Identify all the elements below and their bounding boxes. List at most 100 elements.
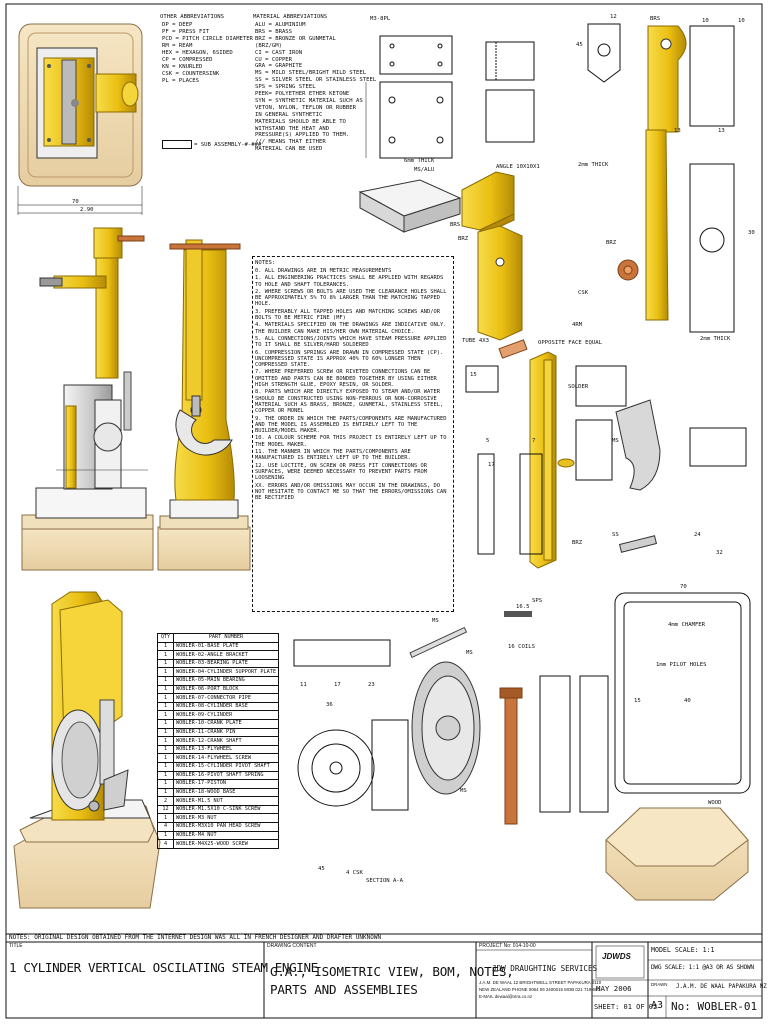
bom-part-number: WOBLER-07-CONNECTOR PIPE bbox=[173, 693, 279, 703]
material-abbrev-item: (BRZ/GM) bbox=[255, 42, 282, 49]
drawing-content-line1: G.A., ISOMETRIC VIEW, BOM, NOTES, bbox=[270, 964, 514, 979]
label-brz-1: BRZ bbox=[458, 236, 469, 242]
notes-title: NOTES: bbox=[255, 260, 276, 266]
note-item: 11. THE MANNER IN WHICH THE PARTS/COMPON… bbox=[255, 449, 411, 462]
bom-part-number: WOBLER-03-BEARING PLATE bbox=[173, 658, 279, 669]
label-dim-10b: 10 bbox=[738, 18, 745, 24]
bom-qty: 12 bbox=[157, 804, 174, 815]
bom-part-number: WOBLER-M1.5X10 C-SINK SCREW bbox=[173, 804, 279, 815]
label-wood: WOOD bbox=[708, 800, 722, 806]
note-item: 6. COMPRESSION SPRINGS ARE DRAWN IN COMP… bbox=[255, 349, 444, 369]
bom-part-number: WOBLER-M4X25-WOOD SCREW bbox=[173, 839, 279, 849]
angle-bracket-views bbox=[461, 41, 535, 341]
bom-qty: 4 bbox=[157, 839, 174, 849]
bom-qty: 1 bbox=[157, 787, 174, 798]
label-dim-12: 12 bbox=[610, 14, 617, 20]
material-abbrev-item: CU = COPPER bbox=[255, 56, 293, 63]
note-item: 3. PREFERABLY ALL TAPPED HOLES AND MATCH… bbox=[255, 308, 440, 322]
bom-part-number: WOBLER-09-CYLINDER bbox=[173, 710, 279, 720]
bom-part-number: WOBLER-08-CYLINDER BASE bbox=[173, 701, 279, 712]
bom-part-number: WOBLER-16-PIVOT SHAFT SPRING bbox=[173, 770, 279, 781]
label-m3-holes: M3-8PL bbox=[370, 16, 391, 22]
footer-notes: NOTES: ORIGINAL DESIGN OBTAINED FROM THE… bbox=[9, 934, 382, 941]
label-angle: ANGLE 10X10X1 bbox=[496, 164, 540, 170]
bom-header-part: PART NUMBER bbox=[173, 633, 279, 643]
sub-assembly-note: = SUB ASSEMBLY-#-### bbox=[194, 142, 262, 148]
other-abbrev-item: CSK = COUNTERSINK bbox=[162, 71, 220, 77]
label-dim-7: 7 bbox=[532, 438, 536, 444]
side-elevation-assembly bbox=[157, 239, 251, 571]
material-abbrev-item: SYN = SYNTHETIC MATERIAL SUCH AS bbox=[255, 97, 363, 104]
label-chamfer: 4mm CHAMFER bbox=[668, 622, 706, 628]
dim-base-width: 70 bbox=[72, 199, 79, 205]
label-dim-17: 17 bbox=[334, 682, 341, 688]
label-coils: 16 COILS bbox=[508, 644, 535, 650]
notes-list: 0. ALL DRAWINGS ARE IN METRIC MEASUREMEN… bbox=[255, 268, 452, 502]
bom-part-number: WOBLER-05-MAIN BEARING bbox=[173, 675, 279, 686]
bom-qty: 1 bbox=[157, 693, 174, 703]
material-abbrev-item: PEEK= POLYETHER ETHER KETONE bbox=[255, 91, 350, 97]
bom-qty: 1 bbox=[157, 667, 174, 677]
note-item: 7. WHERE PREFERRED SCREW OR RIVETED CONN… bbox=[255, 369, 437, 389]
note-item: 0. ALL DRAWINGS ARE IN METRIC MEASUREMEN… bbox=[255, 268, 392, 274]
label-dim-11: 11 bbox=[300, 682, 307, 688]
material-abbrev-item: PRESSURE(S) APPLIED TO THEM. bbox=[255, 132, 350, 139]
dim-base-inner: 2.90 bbox=[80, 207, 94, 213]
label-dim-36: 36 bbox=[326, 702, 333, 708]
label-ms-4: MS bbox=[460, 788, 467, 794]
drawing-scale: DWG SCALE: 1:1 @A3 OR AS SHOWN bbox=[651, 964, 754, 971]
label-dim-23: 23 bbox=[368, 682, 375, 688]
material-abbrev-item: MATERIALS SHOULD BE ABLE TO bbox=[255, 118, 346, 125]
bom-qty: 1 bbox=[157, 675, 174, 686]
drawing-content-line2: PARTS AND ASSEMBLIES bbox=[270, 982, 418, 997]
other-abbrev-title: OTHER ABBREVIATIONS bbox=[160, 14, 224, 20]
bom-qty: 4 bbox=[157, 822, 174, 832]
label-ms-2: MS bbox=[466, 650, 473, 656]
label-6mm-thick: 6mm THICK bbox=[404, 158, 435, 164]
bom-part-number: WOBLER-02-ANGLE BRACKET bbox=[173, 650, 279, 660]
material-abbrev-item: MS = MILD STEEL/BRIGHT MILD STEEL bbox=[255, 70, 367, 77]
label-dim-17b: 17 bbox=[488, 462, 495, 468]
material-abbrev-item: BRZ = BRONZE OR GUNMETAL bbox=[255, 35, 336, 42]
label-brz-2: BRZ bbox=[606, 240, 617, 246]
material-abbrev-item: GRA = GRAPHITE bbox=[255, 63, 303, 70]
label-tube: TUBE 4X3 bbox=[462, 338, 489, 344]
label-brs-1: BRS bbox=[650, 16, 661, 22]
notes-frame bbox=[252, 256, 454, 612]
bom-part-number: WOBLER-06-PORT BLOCK bbox=[173, 684, 279, 695]
bom-part-number: WOBLER-M4 NUT bbox=[173, 830, 279, 841]
other-abbrev-item: PL = PLACES bbox=[162, 78, 200, 84]
material-abbrev-item: SPS = SPRING STEEL bbox=[255, 84, 316, 91]
label-4rm: 4RM bbox=[572, 322, 583, 328]
label-2mm-thick-a: 2mm THICK bbox=[578, 162, 609, 168]
material-abbrev-title: MATERIAL ABBREVIATIONS bbox=[253, 14, 328, 20]
label-sps: SPS bbox=[532, 598, 543, 604]
bom-qty: 1 bbox=[157, 710, 174, 720]
note-item: 9. THE ORDER IN WHICH THE PARTS/COMPONEN… bbox=[255, 415, 447, 435]
bom-part-number: WOBLER-M1.5 NUT bbox=[173, 796, 279, 806]
bom-part-number: WOBLER-14-FLYWHEEL SCREW bbox=[173, 753, 279, 763]
label-16-5: 16.5 bbox=[516, 604, 530, 610]
drawing-content-label: DRAWING CONTENT bbox=[267, 943, 317, 949]
other-abbrev-item: HEX = HEXAGON, 6SIDED bbox=[162, 50, 233, 56]
label-pilot-holes: 1mm PILOT HOLES bbox=[656, 662, 707, 668]
label-opposite-face: OPPOSITE FACE EQUAL bbox=[538, 340, 602, 346]
note-item: 2. WHERE SCREWS OR BOLTS ARE USED THE CL… bbox=[255, 288, 447, 308]
project-number: PROJECT No: 014-10-00 bbox=[479, 943, 536, 949]
label-dim-10a: 10 bbox=[702, 18, 709, 24]
note-item: 12. USE LOCTITE, ON SCREW OR PRESS FIT C… bbox=[255, 462, 428, 482]
